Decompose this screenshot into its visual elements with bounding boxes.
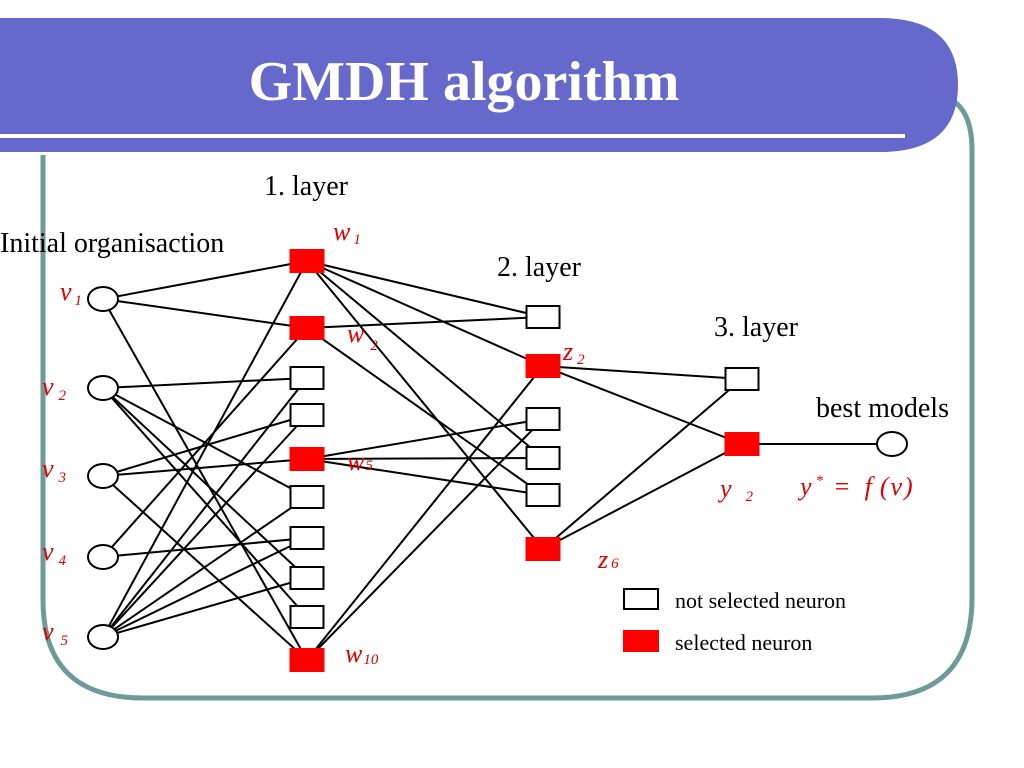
edge-v5-w1 (102, 260, 308, 638)
edge-w2-z5 (306, 327, 544, 496)
layer1-neuron-w9 (289, 605, 325, 629)
svg-text:z2: z2 (562, 337, 585, 368)
network-nodes (87, 249, 908, 672)
svg-text:v5: v5 (42, 617, 69, 649)
layer1-neuron-w5-selected (289, 447, 325, 471)
svg-text:w2: w2 (347, 319, 378, 354)
input-node-v4 (87, 544, 119, 570)
layer3-neuron-y1 (724, 367, 760, 391)
edge-v3-w4 (102, 414, 308, 477)
edge-v2-w3 (102, 377, 308, 389)
neuron-label-w10: w10 (345, 639, 379, 668)
edge-w5-z3 (306, 418, 544, 460)
edge-z2-y2 (542, 365, 743, 445)
edge-v2-w9 (102, 387, 308, 618)
edge-v5-w4 (102, 414, 308, 638)
layer1-neuron-w2-selected (289, 316, 325, 340)
svg-text:v2: v2 (42, 372, 67, 404)
svg-text:w5: w5 (347, 447, 373, 476)
output-node-out (876, 431, 908, 457)
layer1-neuron-w8 (289, 566, 325, 590)
edge-w1-z1 (306, 260, 544, 318)
svg-text:v4: v4 (42, 537, 67, 569)
layer1-neuron-w7 (289, 526, 325, 550)
input-node-v2 (87, 375, 119, 401)
layer2-neuron-z3 (525, 407, 561, 431)
legend-not-selected-text: not selected neuron (675, 588, 846, 613)
edge-v5-w3 (102, 377, 308, 638)
layer2-neuron-z4 (525, 446, 561, 470)
edge-w5-z4 (306, 457, 544, 460)
edge-w1-z6 (306, 260, 544, 550)
legend: not selected neuron selected neuron (623, 588, 846, 655)
edge-w1-z2 (306, 260, 544, 367)
edge-w5-z5 (306, 458, 544, 496)
edge-v5-w6 (102, 496, 308, 638)
edge-v4-w2 (102, 327, 308, 558)
svg-text:v1: v1 (60, 277, 82, 309)
layer1-neuron-w6 (289, 485, 325, 509)
layer2-neuron-z5 (525, 483, 561, 507)
slide-title: GMDH algorithm (249, 51, 680, 113)
legend-selected-swatch (623, 630, 659, 652)
edge-z6-y1 (542, 378, 743, 550)
edge-v5-w7 (102, 537, 308, 638)
layer2-label: 2. layer (497, 252, 582, 283)
edge-w1-z4 (306, 260, 544, 459)
layer2-neuron-z6-selected (525, 537, 561, 561)
input-node-v5 (87, 624, 119, 650)
edge-v1-w10 (102, 298, 308, 661)
svg-text:z6: z6 (597, 545, 619, 574)
edge-v1-w1 (102, 260, 308, 300)
neuron-label-w5: w5 (347, 447, 373, 476)
layer3-neuron-y2-selected (724, 432, 760, 456)
layer1-neuron-w10-selected (289, 648, 325, 672)
edge-w10-z3 (306, 418, 544, 661)
title-banner (0, 18, 958, 152)
edge-v1-w2 (102, 298, 308, 329)
edge-v4-w7 (102, 537, 308, 558)
initial-organisation-label: Initial organisaction (0, 228, 224, 259)
edge-z2-y1 (542, 365, 743, 380)
input-node-v3 (87, 463, 119, 489)
best-models-label: best models (816, 393, 949, 424)
edge-w2-z1 (306, 316, 544, 329)
legend-selected-text: selected neuron (675, 630, 812, 655)
best-model-formula: y*=f(v) (797, 472, 913, 501)
layer2-neuron-z1 (525, 305, 561, 329)
network-edges (102, 260, 892, 661)
layer1-neuron-w3 (289, 366, 325, 390)
edge-v3-w5 (102, 458, 308, 477)
edge-v5-w8 (102, 577, 308, 638)
edge-v2-w8 (102, 387, 308, 579)
edge-w10-z2 (306, 365, 544, 661)
layer1-label: 1. layer (264, 171, 349, 202)
layer3-label: 3. layer (714, 312, 799, 343)
svg-text:y2: y2 (717, 474, 754, 505)
svg-text:w1: w1 (333, 217, 361, 248)
layer1-neuron-w4 (289, 403, 325, 427)
input-node-v1 (87, 286, 119, 312)
layer1-neuron-w1-selected (289, 249, 325, 273)
edge-z6-y2 (542, 443, 743, 550)
legend-not-selected-swatch (623, 588, 659, 610)
layer2-neuron-z2-selected (525, 354, 561, 378)
svg-text:w10: w10 (345, 639, 379, 668)
content-frame (40, 92, 975, 701)
svg-text:v3: v3 (42, 454, 66, 486)
